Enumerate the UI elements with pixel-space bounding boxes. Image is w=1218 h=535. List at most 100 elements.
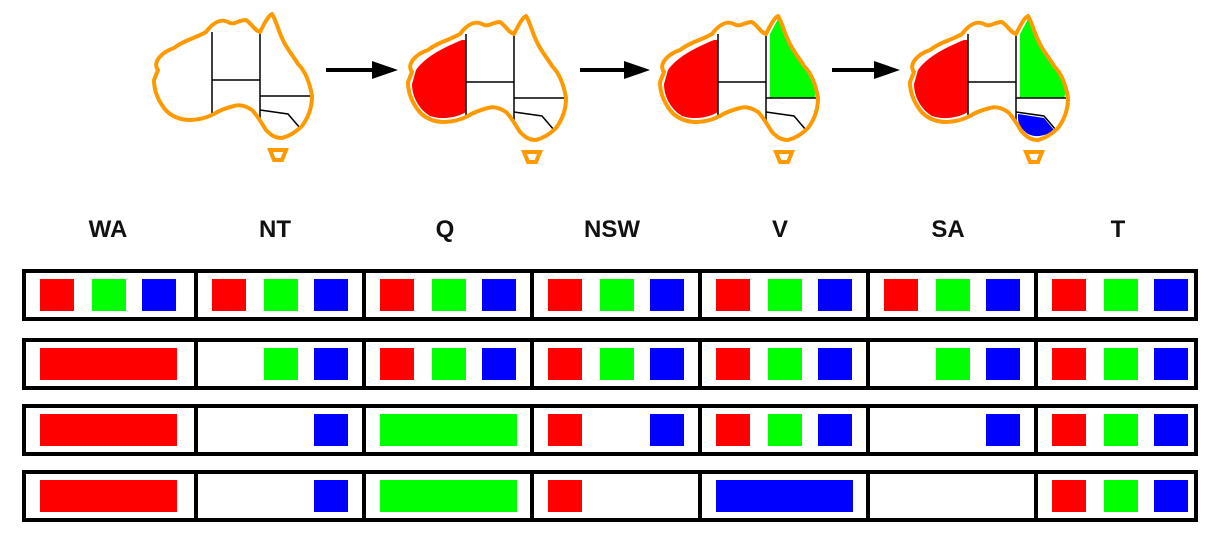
region-label-nsw: NSW (584, 216, 640, 243)
domain-row-step-3 (22, 404, 1198, 456)
color-chip-blue (314, 279, 348, 311)
color-chip-red (548, 348, 582, 380)
australia-outline (908, 14, 1070, 142)
arrow-right-icon (372, 61, 398, 79)
state-border (259, 109, 301, 129)
map-region-q-green (770, 18, 816, 98)
color-chip-blue (986, 348, 1020, 380)
australia-outline (152, 12, 314, 140)
color-chip-blue (818, 348, 852, 380)
color-chip-green (432, 279, 466, 311)
color-chip-blue (986, 279, 1020, 311)
map-sequence (152, 12, 1070, 164)
assigned-bar-red (40, 414, 177, 446)
domain-cell-nsw (530, 408, 698, 452)
assigned-bar-blue (716, 480, 853, 512)
domain-cell-nsw (530, 474, 698, 518)
domain-cell-t (1034, 474, 1198, 518)
australia-map-step-1 (152, 12, 314, 162)
australia-outline (406, 14, 568, 142)
domain-cell-nt (194, 342, 362, 386)
map-region-v-blue (1018, 114, 1054, 137)
assigned-bar-green (380, 414, 517, 446)
color-chip-blue (1154, 348, 1188, 380)
color-chip-red (212, 279, 246, 311)
color-chip-green (1104, 414, 1138, 446)
domain-cell-v (698, 342, 866, 386)
tasmania-outline (1023, 150, 1045, 164)
color-chip-green (1104, 480, 1138, 512)
color-chip-blue (482, 279, 516, 311)
australia-map-step-3 (658, 14, 820, 164)
color-chip-green (936, 348, 970, 380)
color-chip-red (548, 279, 582, 311)
color-chip-blue (818, 279, 852, 311)
color-chip-blue (314, 348, 348, 380)
map-region-wa-red (914, 40, 968, 119)
domain-row-step-4 (22, 470, 1198, 522)
domain-cell-q (362, 273, 530, 317)
color-chip-blue (1154, 480, 1188, 512)
color-chip-green (264, 279, 298, 311)
domain-cell-t (1034, 273, 1198, 317)
domain-cell-nt (194, 474, 362, 518)
map-region-wa-red (412, 40, 466, 119)
region-label-v: V (771, 216, 788, 243)
color-chip-red (1052, 348, 1086, 380)
domain-cell-wa (26, 342, 194, 386)
domain-cell-v (698, 273, 866, 317)
color-chip-red (380, 348, 414, 380)
domain-cell-q (362, 474, 530, 518)
state-border (513, 111, 555, 131)
assigned-bar-green (380, 480, 517, 512)
domain-cell-q (362, 342, 530, 386)
color-chip-red (884, 279, 918, 311)
color-chip-green (92, 279, 126, 311)
domain-cell-wa (26, 474, 194, 518)
color-chip-green (1104, 348, 1138, 380)
color-chip-red (40, 279, 74, 311)
color-chip-green (936, 279, 970, 311)
color-chip-green (768, 348, 802, 380)
assigned-bar-red (40, 348, 177, 380)
color-chip-blue (650, 414, 684, 446)
australia-map-step-2 (406, 14, 568, 164)
color-chip-green (264, 348, 298, 380)
state-border (765, 111, 807, 131)
domain-cell-wa (26, 273, 194, 317)
state-border (1015, 111, 1057, 131)
color-chip-red (1052, 414, 1086, 446)
domain-row-step-1 (22, 269, 1198, 321)
color-chip-red (548, 480, 582, 512)
color-chip-green (432, 348, 466, 380)
map-region-q-green (1020, 18, 1066, 98)
color-chip-blue (650, 348, 684, 380)
color-chip-red (1052, 279, 1086, 311)
color-chip-red (1052, 480, 1086, 512)
tasmania-outline (521, 150, 543, 164)
region-label-wa: WA (88, 216, 128, 243)
map-region-wa-red (664, 40, 718, 119)
color-chip-blue (142, 279, 176, 311)
color-chip-green (768, 279, 802, 311)
color-chip-red (716, 414, 750, 446)
domain-cell-q (362, 408, 530, 452)
australia-map-step-4 (908, 14, 1070, 164)
tasmania-outline (773, 150, 795, 164)
domain-cell-t (1034, 408, 1198, 452)
domain-cell-nt (194, 408, 362, 452)
color-chip-green (768, 414, 802, 446)
domain-cell-nsw (530, 273, 698, 317)
domain-cell-nsw (530, 342, 698, 386)
australia-outline (658, 14, 820, 142)
color-chip-red (716, 348, 750, 380)
color-chip-blue (1154, 414, 1188, 446)
region-label-nt: NT (259, 216, 291, 243)
domain-cell-sa (866, 408, 1034, 452)
domain-cell-sa (866, 474, 1034, 518)
color-chip-green (1104, 279, 1138, 311)
region-label-t: T (1110, 216, 1126, 243)
color-chip-red (548, 414, 582, 446)
color-chip-blue (986, 414, 1020, 446)
